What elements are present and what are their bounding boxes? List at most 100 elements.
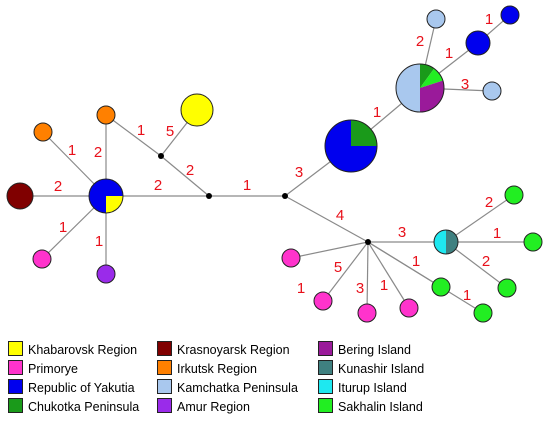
legend-label: Kunashir Island (338, 362, 425, 376)
edge-label: 2 (485, 194, 493, 211)
edge-line (366, 241, 369, 314)
median-vertex (282, 193, 288, 199)
pie-slice (351, 120, 377, 146)
node-kamchatka (426, 9, 446, 29)
edge-line (284, 195, 369, 243)
node-sakhalin (504, 185, 524, 205)
legend-swatch (157, 341, 172, 356)
legend-item-kunashir: Kunashir Island (318, 360, 424, 376)
node-sakhalin (473, 303, 493, 323)
edge-line (445, 194, 515, 243)
legend-swatch (8, 379, 23, 394)
edge-label: 3 (461, 76, 469, 93)
node-kamchatka-mixed (395, 63, 445, 113)
edge-line (290, 241, 369, 259)
legend-label: Kamchatka Peninsula (177, 381, 298, 395)
legend-swatch (318, 341, 333, 356)
pie-slice (325, 120, 377, 172)
edge-label: 1 (493, 225, 501, 242)
legend-swatch (8, 360, 23, 375)
edge-line (367, 241, 484, 314)
edge-label: 1 (445, 45, 453, 62)
legend-label: Primorye (28, 362, 79, 376)
node-sakhalin (497, 278, 517, 298)
legend-label: Iturup Island (338, 381, 407, 395)
edge-label: 3 (356, 280, 364, 297)
edge-label: 5 (166, 123, 174, 140)
node-outline (395, 63, 445, 113)
edge-line (445, 241, 508, 289)
edge-label: 2 (186, 162, 194, 179)
legend-label: Amur Region (177, 400, 250, 414)
legend-label: Bering Island (338, 343, 411, 357)
edge-label: 2 (54, 178, 62, 195)
pie-slice (420, 80, 444, 112)
edge-label: 3 (398, 224, 406, 241)
node-primorye (399, 298, 419, 318)
node-yakutia-khabarovsk (88, 178, 124, 214)
node-primorye (313, 291, 333, 311)
pie-slice (106, 196, 123, 213)
median-vertex (365, 239, 371, 245)
legend-item-sakhalin: Sakhalin Island (318, 398, 423, 414)
node-krasnoyarsk (6, 182, 34, 210)
node-irkutsk (33, 122, 53, 142)
edge-label: 1 (412, 253, 420, 270)
edge-label: 1 (59, 219, 67, 236)
legend-label: Chukotka Peninsula (28, 400, 140, 414)
legend-swatch (157, 398, 172, 413)
node-primorye (281, 248, 301, 268)
node-yakutia-chukotka (324, 119, 378, 173)
edge-line (322, 241, 369, 302)
edge-label: 1 (95, 233, 103, 250)
legend-label: Krasnoyarsk Region (177, 343, 290, 357)
node-kunashir-iturup (433, 229, 459, 255)
node-yakutia (465, 30, 491, 56)
edge-label: 1 (463, 287, 471, 304)
node-khabarovsk (180, 93, 214, 127)
legend-label: Irkutsk Region (177, 362, 257, 376)
legend-label: Republic of Yakutia (28, 381, 135, 395)
legend-swatch (318, 379, 333, 394)
pie-slice (420, 68, 443, 88)
legend-item-amur: Amur Region (157, 398, 250, 414)
edge-line (160, 155, 210, 197)
node-amur (96, 264, 116, 284)
pie-slice (446, 230, 458, 254)
node-irkutsk (96, 105, 116, 125)
legend-item-bering: Bering Island (318, 341, 411, 357)
legend-label: Sakhalin Island (338, 400, 423, 414)
legend-item-krasnoyarsk: Krasnoyarsk Region (157, 341, 290, 357)
edge-label: 2 (94, 144, 102, 161)
edge-label: 4 (336, 207, 344, 224)
median-vertex (158, 153, 164, 159)
edge-label: 1 (380, 277, 388, 294)
edge-label: 2 (154, 177, 162, 194)
legend-item-khabarovsk: Khabarovsk Region (8, 341, 137, 357)
legend-item-irkutsk: Irkutsk Region (157, 360, 257, 376)
legend-item-iturup: Iturup Island (318, 379, 407, 395)
legend-swatch (157, 379, 172, 394)
node-kamchatka (482, 81, 502, 101)
legend-item-primorye: Primorye (8, 360, 78, 376)
legend-swatch (8, 341, 23, 356)
edge-line (105, 114, 162, 157)
pie-slice (420, 64, 435, 88)
node-sakhalin (523, 232, 543, 252)
legend-label: Khabarovsk Region (28, 343, 138, 357)
node-yakutia (500, 5, 520, 25)
edge-label: 1 (243, 177, 251, 194)
node-primorye (357, 303, 377, 323)
edge-label: 5 (334, 259, 342, 276)
edge-label: 1 (137, 122, 145, 139)
legend-swatch (318, 398, 333, 413)
pie-slice (434, 230, 446, 254)
node-outline (324, 119, 378, 173)
edge-label: 3 (295, 164, 303, 181)
edge-label: 1 (373, 104, 381, 121)
node-sakhalin (431, 277, 451, 297)
edge-label: 2 (482, 253, 490, 270)
edge-label: 1 (485, 11, 493, 28)
legend-item-kamchatka: Kamchatka Peninsula (157, 379, 298, 395)
